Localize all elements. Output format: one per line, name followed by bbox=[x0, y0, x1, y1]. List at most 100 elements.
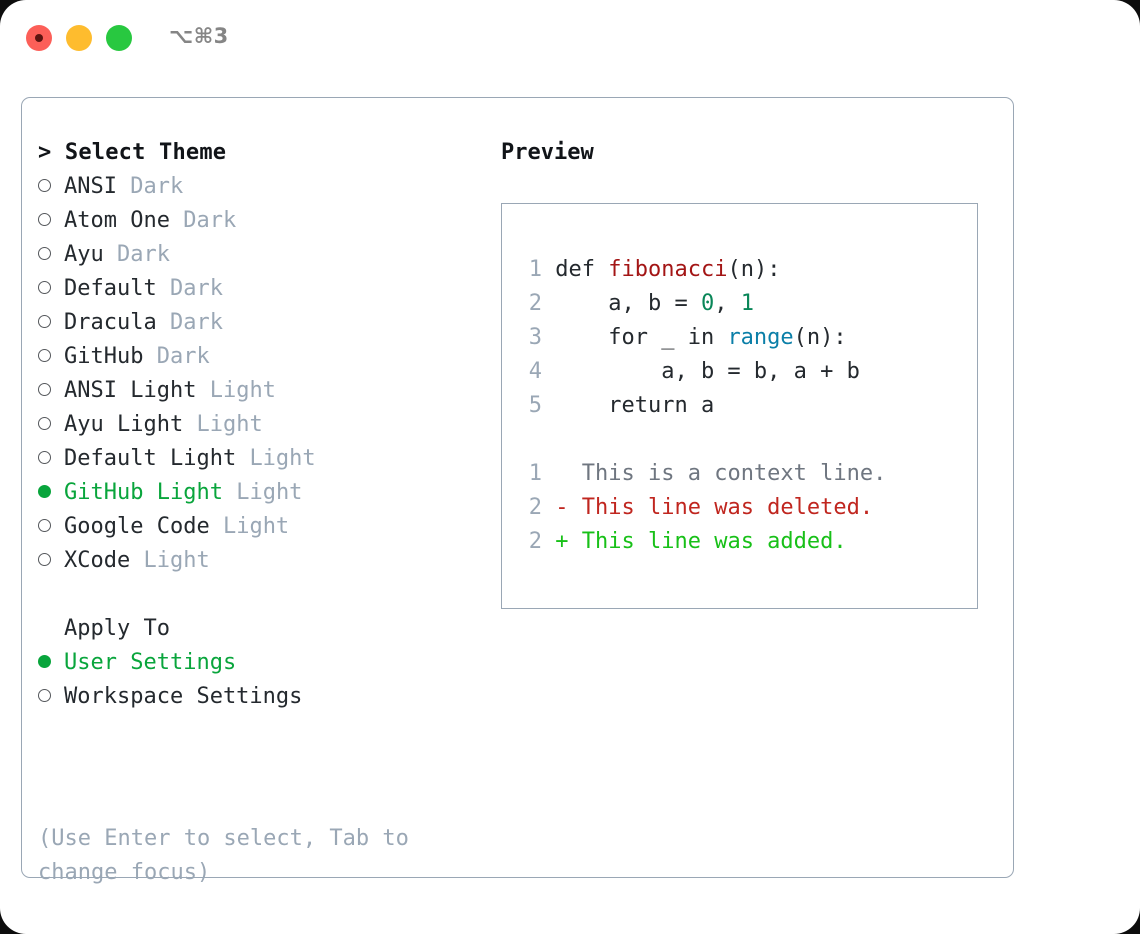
code-token-fn: fibonacci bbox=[608, 257, 728, 282]
theme-label-space bbox=[130, 548, 143, 573]
theme-list-item[interactable]: Google Code Light bbox=[38, 510, 498, 544]
radio-unselected-icon[interactable] bbox=[38, 442, 64, 476]
code-token-plain: (n): bbox=[793, 325, 847, 350]
theme-list-item[interactable]: GitHub Light Light bbox=[38, 476, 498, 510]
apply-to-item[interactable]: User Settings bbox=[38, 646, 498, 680]
radio-unselected-icon[interactable] bbox=[38, 374, 64, 408]
theme-label-space bbox=[236, 446, 249, 471]
apply-to-item[interactable]: Workspace Settings bbox=[38, 680, 498, 714]
theme-kind-label: Light bbox=[249, 446, 316, 471]
code-diff-separator: . bbox=[520, 423, 960, 457]
radio-glyph bbox=[38, 213, 51, 226]
code-line-number: 4 bbox=[528, 359, 542, 384]
theme-label-space bbox=[183, 412, 196, 437]
radio-unselected-icon[interactable] bbox=[38, 306, 64, 340]
radio-glyph bbox=[38, 349, 51, 362]
code-token-plain: , bbox=[714, 291, 741, 316]
code-token-plain: a, b = bbox=[555, 291, 701, 316]
radio-glyph bbox=[38, 383, 51, 396]
code-token-call: range bbox=[727, 325, 794, 350]
code-line: 5 return a bbox=[520, 389, 960, 423]
theme-list-item[interactable]: Ayu Dark bbox=[38, 238, 498, 272]
theme-list-item[interactable]: Default Light Light bbox=[38, 442, 498, 476]
theme-list-item[interactable]: ANSI Dark bbox=[38, 170, 498, 204]
gutter-space bbox=[542, 257, 555, 282]
theme-list-item[interactable]: GitHub Dark bbox=[38, 340, 498, 374]
radio-glyph bbox=[38, 553, 51, 566]
maximize-button[interactable] bbox=[106, 25, 132, 51]
theme-list-item[interactable]: Default Dark bbox=[38, 272, 498, 306]
radio-unselected-icon[interactable] bbox=[38, 238, 64, 272]
theme-list-item[interactable]: Dracula Dark bbox=[38, 306, 498, 340]
theme-label-space bbox=[223, 480, 236, 505]
minimize-button[interactable] bbox=[66, 25, 92, 51]
radio-unselected-icon[interactable] bbox=[38, 340, 64, 374]
radio-unselected-icon[interactable] bbox=[38, 204, 64, 238]
theme-list-item[interactable]: Ayu Light Light bbox=[38, 408, 498, 442]
theme-kind-label: Light bbox=[236, 480, 303, 505]
diff-line-added: 2 + This line was added. bbox=[520, 525, 960, 559]
radio-selected-icon[interactable] bbox=[38, 646, 64, 680]
code-line-number: 2 bbox=[528, 291, 542, 316]
code-token-plain: def bbox=[555, 257, 609, 282]
radio-unselected-icon[interactable] bbox=[38, 544, 64, 578]
diff-line-context: 1 This is a context line. bbox=[520, 457, 960, 491]
radio-unselected-icon[interactable] bbox=[38, 272, 64, 306]
apply-to-label: Workspace Settings bbox=[64, 684, 303, 709]
preview-title: Preview bbox=[501, 140, 594, 165]
list-spacer bbox=[38, 578, 498, 612]
theme-name: GitHub Light bbox=[64, 480, 223, 505]
radio-glyph bbox=[38, 689, 51, 702]
radio-glyph bbox=[38, 417, 51, 430]
theme-label-space bbox=[117, 174, 130, 199]
code-line: 3 for _ in range(n): bbox=[520, 321, 960, 355]
radio-glyph bbox=[38, 519, 51, 532]
diff-sign: + bbox=[555, 529, 582, 554]
theme-kind-label: Dark bbox=[130, 174, 184, 199]
theme-list-item[interactable]: XCode Light bbox=[38, 544, 498, 578]
keyboard-shortcut-label: ⌥⌘3 bbox=[169, 24, 229, 48]
theme-name: XCode bbox=[64, 548, 131, 573]
radio-glyph bbox=[38, 179, 51, 192]
theme-label-space bbox=[196, 378, 209, 403]
code-token-num: 1 bbox=[740, 291, 754, 316]
radio-unselected-icon[interactable] bbox=[38, 408, 64, 442]
theme-kind-label: Dark bbox=[169, 276, 223, 301]
theme-label-space bbox=[143, 344, 156, 369]
gutter-space bbox=[542, 495, 555, 520]
code-line: 2 a, b = 0, 1 bbox=[520, 287, 960, 321]
apply-to-label: User Settings bbox=[64, 650, 237, 675]
theme-selector-title: > Select Theme bbox=[38, 136, 498, 170]
theme-label-space bbox=[210, 514, 223, 539]
diff-text: This line was added. bbox=[581, 529, 847, 554]
radio-unselected-icon[interactable] bbox=[38, 170, 64, 204]
hint-line-1: (Use Enter to select, Tab to bbox=[38, 826, 409, 851]
close-icon bbox=[35, 34, 43, 42]
theme-name: ANSI bbox=[64, 174, 117, 199]
radio-glyph bbox=[38, 485, 51, 498]
code-token-plain: for _ in bbox=[555, 325, 728, 350]
theme-list-item[interactable]: ANSI Light Light bbox=[38, 374, 498, 408]
gutter-space bbox=[542, 359, 555, 384]
radio-glyph bbox=[38, 451, 51, 464]
diff-text: This line was deleted. bbox=[581, 495, 874, 520]
theme-label-space bbox=[157, 276, 170, 301]
theme-kind-label: Light bbox=[196, 412, 263, 437]
theme-name: ANSI Light bbox=[64, 378, 197, 403]
theme-label-space bbox=[170, 208, 183, 233]
radio-glyph bbox=[38, 247, 51, 260]
radio-unselected-icon[interactable] bbox=[38, 680, 64, 714]
radio-selected-icon[interactable] bbox=[38, 476, 64, 510]
theme-list-item[interactable]: Atom One Dark bbox=[38, 204, 498, 238]
code-token-plain: return a bbox=[555, 393, 715, 418]
diff-sign: - bbox=[555, 495, 582, 520]
theme-name: Dracula bbox=[64, 310, 157, 335]
radio-unselected-icon[interactable] bbox=[38, 510, 64, 544]
gutter-space bbox=[542, 325, 555, 350]
